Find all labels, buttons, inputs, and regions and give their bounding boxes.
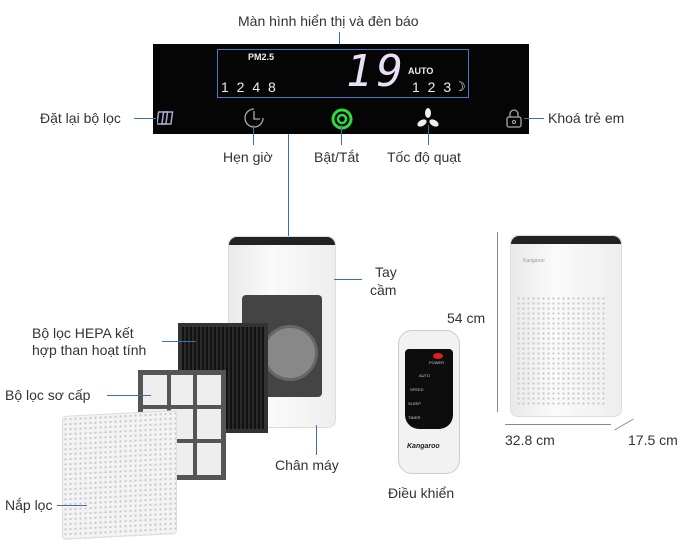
depth-label: 17.5 cm <box>628 432 678 448</box>
control-panel <box>153 44 529 134</box>
remote-power-button[interactable]: POWER <box>429 360 445 365</box>
remote-speed-button[interactable]: SPEED <box>410 387 424 392</box>
leader-line <box>524 118 544 119</box>
prefilter-label: Bộ lọc sơ cấp <box>5 387 91 403</box>
remote-timer-button[interactable]: TIMER <box>408 415 421 420</box>
remote-brand-logo: Kangaroo <box>407 443 440 450</box>
mode-label: AUTO <box>408 66 434 76</box>
leader-line <box>134 118 156 119</box>
power-icon <box>331 108 353 130</box>
fan-speed-label: Tốc độ quạt <box>387 149 461 165</box>
leader-line <box>57 505 87 506</box>
speed-levels: 1 2 3 <box>412 79 454 95</box>
leader-line <box>339 32 340 49</box>
width-label: 32.8 cm <box>505 432 555 448</box>
remote-auto-button[interactable]: AUTO <box>419 373 431 378</box>
filter-reset-icon <box>156 111 174 125</box>
leader-line <box>428 125 429 145</box>
cover-label: Nắp lọc <box>5 497 53 513</box>
leader-line <box>316 425 317 455</box>
fan-icon <box>417 108 439 127</box>
hepa-label-2: hợp than hoạt tính <box>32 342 147 358</box>
height-dimension-line <box>497 232 498 412</box>
pm-label: PM2.5 <box>248 52 275 62</box>
display-label: Màn hình hiển thị và đèn báo <box>238 13 419 29</box>
leader-line <box>341 125 342 145</box>
filter-reset-button[interactable] <box>156 109 175 127</box>
front-grill <box>516 296 606 406</box>
pm-value: 19 <box>346 46 407 97</box>
child-lock-label: Khoá trẻ em <box>548 110 625 126</box>
sleep-icon: ☽ <box>454 79 466 94</box>
clock-icon <box>244 108 264 128</box>
power-button[interactable] <box>331 108 353 130</box>
remote-label: Điều khiển <box>388 485 455 501</box>
filter-cover <box>62 409 177 541</box>
base-label: Chân máy <box>275 457 339 473</box>
timer-label: Hẹn giờ <box>223 149 273 165</box>
remote-sleep-button[interactable]: SLEEP <box>408 401 421 406</box>
purifier-assembled: Kangaroo <box>510 235 622 417</box>
lock-icon <box>506 109 522 128</box>
leader-line <box>253 125 254 145</box>
filter-reset-label: Đặt lại bộ lọc <box>40 110 121 126</box>
height-label: 54 cm <box>447 310 486 326</box>
hepa-label-1: Bộ lọc HEPA kết <box>32 325 134 341</box>
timer-levels: 1 2 4 8 <box>221 79 278 95</box>
leader-line <box>107 395 151 396</box>
fan-speed-button[interactable] <box>417 108 439 130</box>
leader-line <box>288 134 289 236</box>
remote-control: POWER AUTO SPEED SLEEP TIMER Kangaroo <box>398 330 460 474</box>
leader-line <box>334 279 362 280</box>
timer-button[interactable] <box>243 107 265 129</box>
handle-label-2: cầm <box>370 282 397 298</box>
handle-label-1: Tay <box>375 264 397 280</box>
power-label: Bật/Tắt <box>314 149 360 165</box>
depth-dimension-line <box>614 418 634 431</box>
child-lock-button[interactable] <box>505 108 523 128</box>
leader-line <box>162 341 196 342</box>
brand-logo: Kangaroo <box>523 258 545 264</box>
display-screen: PM2.5 1 2 4 8 19 AUTO 1 2 3 ☽ <box>217 46 469 98</box>
width-dimension-line <box>505 424 611 425</box>
